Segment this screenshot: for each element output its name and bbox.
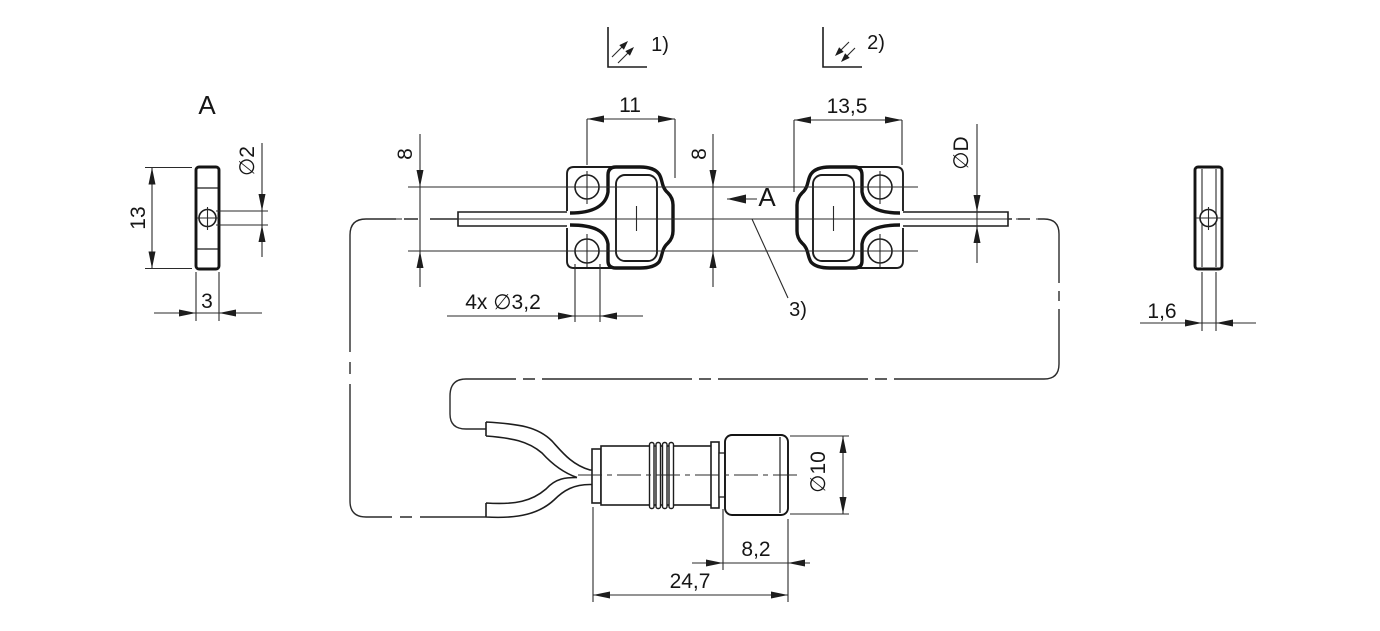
dim-housing-thickness: 3 (201, 290, 213, 313)
connector-assembly: ∅10 8,2 24,7 (485, 421, 849, 602)
dim-web-width: 1,6 (1147, 300, 1176, 323)
section-arrow-icon (727, 194, 746, 204)
receiver-flange-outline (822, 166, 904, 269)
y-branch-lower (485, 476, 593, 519)
emitter-head (566, 165, 675, 270)
left-cable-route (349, 218, 486, 518)
light-emit-icon (619, 41, 634, 56)
dim-mounting-holes: 4x ∅3,2 (465, 291, 541, 314)
footnote-3-label: 3) (789, 299, 807, 321)
emitter-symbol: 1) (607, 27, 669, 68)
dim-hole-pitch-left: 8 (394, 148, 417, 160)
hole-center-lines (408, 186, 918, 252)
view-a-label: A (198, 90, 216, 120)
front-view-dimensions: 11 13,5 8 8 4x ∅3,2 ∅D A 3) (394, 94, 981, 322)
dim-housing-height: 13 (127, 206, 150, 229)
receiver-head-profile (795, 165, 901, 270)
dim-135-lines (793, 119, 903, 192)
side-view-right: 1,6 (1140, 165, 1256, 331)
cable-routing (349, 218, 1060, 518)
right-cable-route-corner (1043, 218, 1060, 380)
dim-cable-dia: ∅D (950, 136, 973, 169)
light-receive-icon (835, 47, 850, 62)
emitter-window (615, 174, 658, 262)
dim-3-lines (154, 272, 262, 321)
emitter-symbol-bracket (607, 27, 647, 68)
dim-hole2-arrows (258, 194, 266, 242)
y-branch-upper (485, 421, 593, 479)
center-lines (392, 171, 1046, 267)
receiver-symbol-bracket (822, 27, 862, 68)
dim-3-arrows (179, 309, 236, 317)
hole-vertical-center-lines (586, 171, 881, 267)
right-side-body (1193, 165, 1224, 271)
dim-plug-nut-length: 8,2 (741, 538, 770, 561)
receiver-window (812, 174, 855, 262)
dim-plug-length-lines (592, 507, 789, 602)
footnote-2-label: 2) (867, 32, 885, 54)
emitter-arrow-shafts (611, 46, 629, 64)
footnote-3-leader (751, 218, 789, 299)
receiver-head (795, 165, 904, 270)
dim-emitter-width: 11 (619, 94, 641, 117)
footnote-1-label: 1) (651, 34, 669, 56)
connector-boot (591, 448, 602, 504)
receiver-symbol: 2) (822, 27, 885, 68)
emitter-flange-outline (566, 166, 648, 269)
dim-small-hole-dia: ∅2 (236, 146, 259, 176)
dim-mount-holes-arrows (558, 312, 617, 320)
side-view-edge-lines (197, 187, 218, 250)
dim-plug-dia-arrows (839, 436, 847, 514)
right-side-hole-cross (1196, 207, 1221, 230)
dim-plug-dia: ∅10 (807, 451, 830, 493)
emitter-head-profile (569, 165, 675, 270)
dim-web-arrows (1185, 319, 1233, 327)
section-arrow-label: A (758, 182, 776, 212)
dim-cable-dia-arrows (973, 195, 981, 243)
dim-plug-length: 24,7 (670, 570, 711, 593)
side-view-a: A 13 ∅2 3 (127, 90, 268, 321)
dim-11-lines (586, 118, 676, 178)
dim-hole-pitch-right: 8 (688, 148, 711, 160)
dim-receiver-width: 13,5 (827, 95, 868, 118)
side-view-hole-cross (197, 207, 219, 230)
middle-route-drop (449, 378, 486, 430)
